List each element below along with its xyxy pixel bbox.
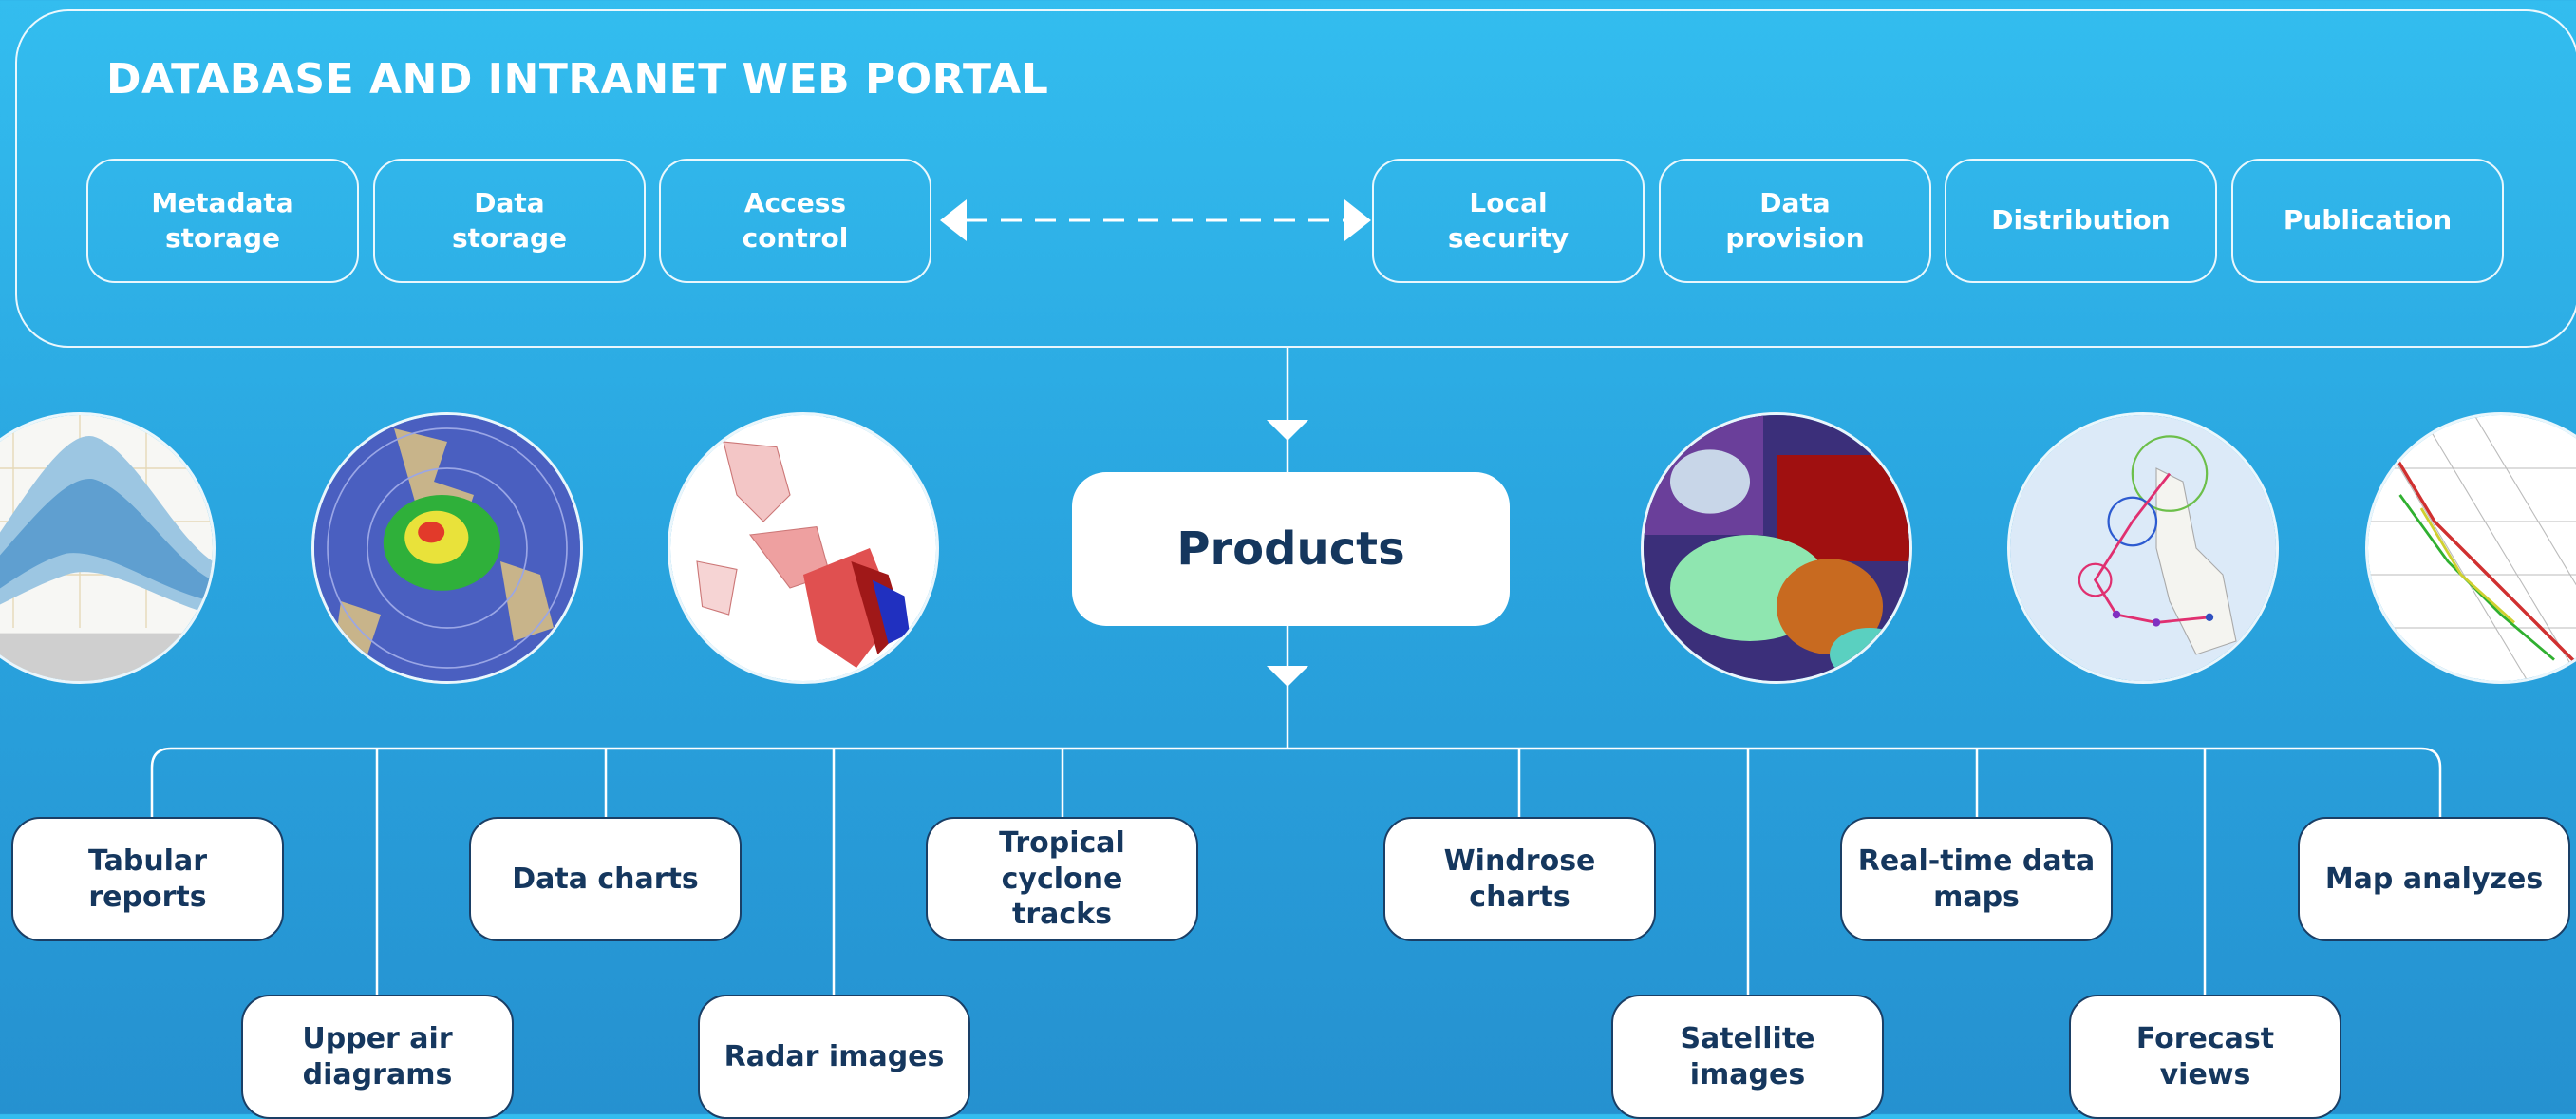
forecast-views-box[interactable]: Forecast views bbox=[2069, 995, 2341, 1119]
arrow-right-icon bbox=[1344, 199, 1371, 241]
radar-images-box[interactable]: Radar images bbox=[698, 995, 970, 1119]
cyclone-track-thumbnail bbox=[2007, 412, 2279, 684]
access-control-box[interactable]: Access control bbox=[659, 159, 931, 283]
portal-title: DATABASE AND INTRANET WEB PORTAL bbox=[106, 55, 1049, 104]
arrow-down-icon bbox=[1267, 666, 1308, 687]
bus-line bbox=[150, 747, 2442, 817]
upper-air-diagram-thumbnail bbox=[2365, 412, 2576, 684]
local-security-box[interactable]: Local security bbox=[1372, 159, 1645, 283]
distribution-box[interactable]: Distribution bbox=[1945, 159, 2217, 283]
satellite-images-box[interactable]: Satellite images bbox=[1611, 995, 1884, 1119]
data-charts-box[interactable]: Data charts bbox=[469, 817, 742, 941]
satellite-image-thumbnail bbox=[1641, 412, 1912, 684]
data-provision-box[interactable]: Data provision bbox=[1659, 159, 1931, 283]
data-storage-box[interactable]: Data storage bbox=[373, 159, 646, 283]
cyclone-tracks-box[interactable]: Tropical cyclone tracks bbox=[926, 817, 1198, 941]
arrow-left-icon bbox=[940, 199, 967, 241]
products-box[interactable]: Products bbox=[1072, 472, 1510, 626]
map-analysis-thumbnail bbox=[668, 412, 939, 684]
windrose-charts-box[interactable]: Windrose charts bbox=[1383, 817, 1656, 941]
metadata-storage-box[interactable]: Metadata storage bbox=[86, 159, 359, 283]
publication-box[interactable]: Publication bbox=[2231, 159, 2504, 283]
realtime-maps-box[interactable]: Real-time data maps bbox=[1840, 817, 2113, 941]
portal-frame bbox=[15, 9, 2576, 348]
arrow-down-icon bbox=[1267, 420, 1308, 441]
upper-air-diagrams-box[interactable]: Upper air diagrams bbox=[241, 995, 514, 1119]
tabular-reports-box[interactable]: Tabular reports bbox=[11, 817, 284, 941]
map-analyzes-box[interactable]: Map analyzes bbox=[2298, 817, 2570, 941]
radar-image-thumbnail bbox=[311, 412, 583, 684]
